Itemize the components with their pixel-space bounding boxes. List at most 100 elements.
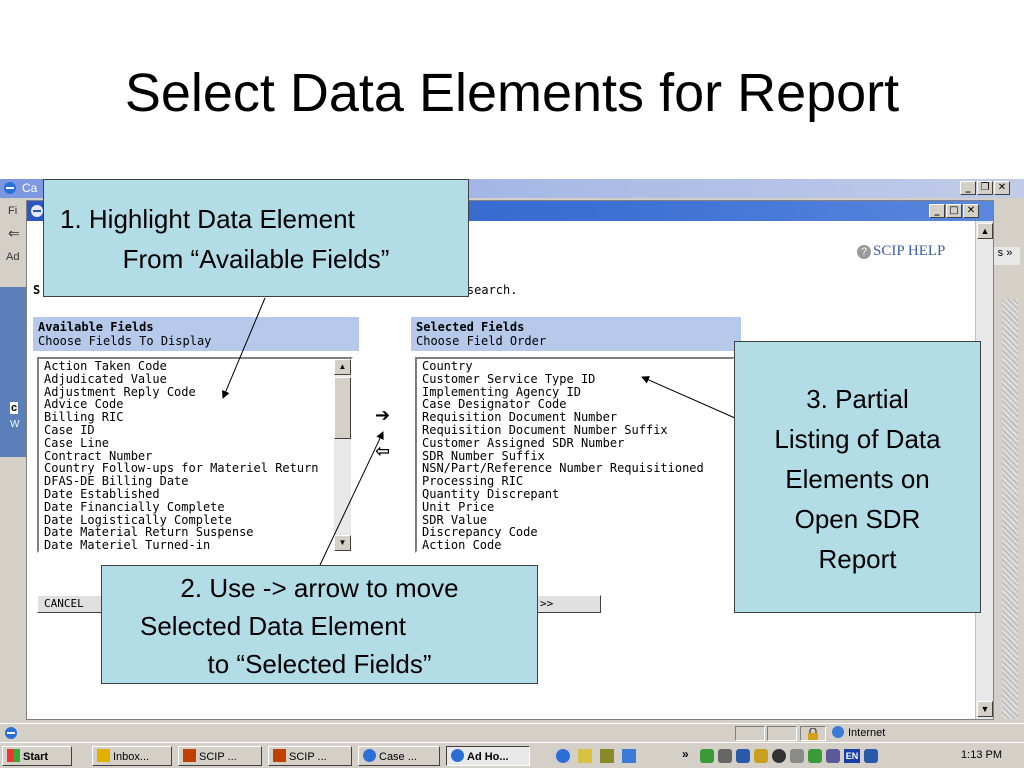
list-item[interactable]: NSN/Part/Reference Number Requisitioned: [422, 461, 704, 476]
ie-icon: [5, 727, 17, 739]
status-cell: [735, 726, 765, 741]
taskbar-item-inbox[interactable]: Inbox...: [92, 746, 172, 766]
move-left-arrow-icon[interactable]: ⇦: [375, 441, 391, 462]
list-item[interactable]: Action Code: [422, 538, 502, 553]
tray-app-icon[interactable]: [790, 749, 804, 763]
outer-scroll-track[interactable]: [1002, 299, 1018, 719]
ie-icon[interactable]: [556, 749, 570, 763]
list-item[interactable]: Date Financially Complete: [44, 499, 225, 514]
list-item[interactable]: Adjustment Reply Code: [44, 384, 196, 399]
callout-line: 2. Use -> arrow to move: [180, 573, 459, 603]
clock: 1:13 PM: [961, 749, 1002, 761]
available-fields-title: Available Fields: [38, 320, 154, 334]
outer-left-strip: Fi ⇐ Ad c W: [0, 199, 26, 719]
list-item[interactable]: Quantity Discrepant: [422, 486, 560, 501]
list-item[interactable]: Requisition Document Number Suffix: [422, 422, 668, 437]
list-item[interactable]: Billing RIC: [44, 410, 124, 425]
language-indicator[interactable]: EN: [844, 749, 860, 763]
tray-app-icon[interactable]: [700, 749, 714, 763]
next-button[interactable]: >>: [533, 595, 601, 613]
maximize-button[interactable]: □: [946, 204, 962, 218]
tray-app-icon[interactable]: [772, 749, 786, 763]
menu-fragment[interactable]: Fi: [8, 205, 18, 217]
scroll-down-icon[interactable]: ▼: [977, 701, 993, 717]
list-item[interactable]: Date Logistically Complete: [44, 512, 232, 527]
taskbar-item-label: Ad Ho...: [467, 751, 509, 763]
help-label: SCIP HELP: [873, 243, 946, 259]
outer-window-title: Ca: [22, 181, 38, 195]
list-item[interactable]: Case Line: [44, 435, 110, 450]
links-chevron[interactable]: s »: [990, 247, 1020, 265]
status-cell: [767, 726, 797, 741]
close-button[interactable]: ✕: [963, 204, 979, 218]
zone-label: Internet: [848, 727, 886, 739]
app-icon[interactable]: [622, 749, 636, 763]
list-item[interactable]: Customer Service Type ID: [422, 371, 596, 386]
instruction-lead: S: [33, 283, 41, 297]
scroll-up-icon[interactable]: ▲: [334, 359, 351, 375]
available-list-scrollbar[interactable]: ▲ ▼: [334, 359, 351, 551]
list-item[interactable]: Date Materiel Turned-in: [44, 538, 211, 553]
address-label: Ad: [6, 251, 20, 263]
taskbar-item-ad-hoc[interactable]: Ad Ho...: [446, 746, 530, 766]
list-item[interactable]: Processing RIC: [422, 474, 524, 489]
callout-line: From “Available Fields”: [122, 244, 390, 274]
list-item[interactable]: Requisition Document Number: [422, 410, 618, 425]
tray-expand-icon[interactable]: »: [682, 747, 689, 761]
taskbar: Start Inbox... SCIP ... SCIP ... Case ..…: [0, 742, 1024, 768]
scroll-down-icon[interactable]: ▼: [334, 535, 351, 551]
system-tray: » EN 1:13 PM: [682, 747, 1022, 766]
list-item[interactable]: Contract Number: [44, 448, 153, 463]
volume-icon[interactable]: [718, 749, 732, 763]
taskbar-item-label: SCIP ...: [289, 751, 327, 763]
restore-button[interactable]: ❐: [977, 181, 993, 195]
minimize-button[interactable]: _: [960, 181, 976, 195]
back-icon[interactable]: ⇐: [8, 225, 20, 241]
taskbar-item-case[interactable]: Case ...: [358, 746, 440, 766]
close-button[interactable]: ✕: [994, 181, 1010, 195]
list-item[interactable]: Country: [422, 359, 473, 373]
ie-icon: [31, 205, 43, 217]
status-bar: Internet: [0, 723, 1024, 742]
scroll-up-icon[interactable]: ▲: [977, 223, 993, 239]
tray-app-icon[interactable]: [808, 749, 822, 763]
outlook-icon[interactable]: [578, 749, 592, 763]
outer-window-controls: _ ❐ ✕: [960, 181, 1010, 195]
cancel-button[interactable]: CANCEL: [37, 595, 117, 613]
available-fields-subtitle: Choose Fields To Display: [38, 334, 212, 348]
minimize-button[interactable]: _: [929, 204, 945, 218]
move-right-arrow-icon[interactable]: ➔: [375, 405, 391, 426]
inner-window-controls: _ □ ✕: [929, 204, 979, 218]
scip-help-link[interactable]: ?SCIP HELP: [857, 243, 945, 260]
list-item[interactable]: DFAS-DE Billing Date: [44, 474, 189, 489]
list-item[interactable]: Action Taken Code: [44, 359, 167, 373]
list-item[interactable]: Case Designator Code: [422, 397, 567, 412]
start-button[interactable]: Start: [2, 746, 72, 766]
tray-app-icon[interactable]: [826, 749, 840, 763]
app-icon[interactable]: [600, 749, 614, 763]
list-item[interactable]: SDR Value: [422, 512, 488, 527]
list-item[interactable]: Case ID: [44, 422, 95, 437]
tray-app-icon[interactable]: [864, 749, 878, 763]
list-item[interactable]: Adjudicated Value: [44, 371, 167, 386]
tray-app-icon[interactable]: [754, 749, 768, 763]
list-item[interactable]: Discrepancy Code: [422, 525, 538, 540]
callout-line: to “Selected Fields”: [207, 649, 432, 679]
leader-line-three: [641, 376, 736, 419]
taskbar-item-scip-2[interactable]: SCIP ...: [268, 746, 352, 766]
list-item[interactable]: Unit Price: [422, 499, 495, 514]
list-item[interactable]: SDR Number Suffix: [422, 448, 545, 463]
list-item[interactable]: Customer Assigned SDR Number: [422, 435, 625, 450]
scroll-thumb[interactable]: [334, 377, 351, 439]
ie-icon: [451, 749, 464, 762]
list-item[interactable]: Date Material Return Suspense: [44, 525, 254, 540]
list-item[interactable]: Advice Code: [44, 397, 124, 412]
list-item[interactable]: Country Follow-ups for Materiel Return: [44, 461, 319, 476]
list-item[interactable]: Date Established: [44, 486, 160, 501]
tray-icons: EN: [700, 749, 878, 763]
list-item[interactable]: Implementing Agency ID: [422, 384, 581, 399]
taskbar-item-scip-1[interactable]: SCIP ...: [178, 746, 262, 766]
tray-app-icon[interactable]: [736, 749, 750, 763]
